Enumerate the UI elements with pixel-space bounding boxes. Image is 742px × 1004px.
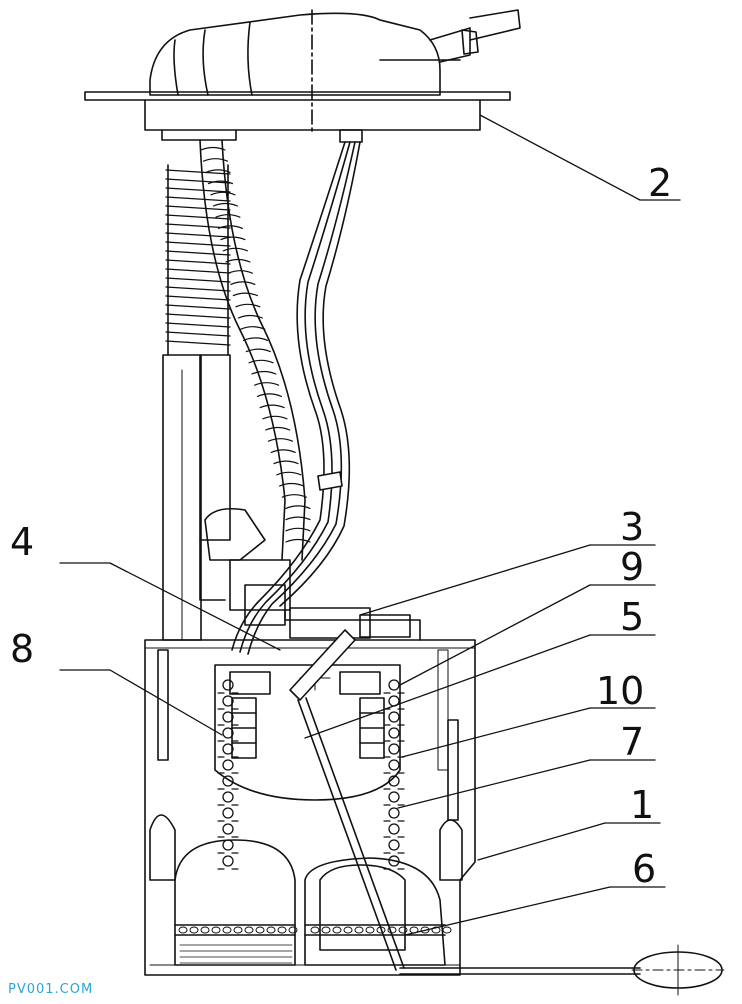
callout-2: 2 bbox=[648, 161, 672, 205]
callout-8: 8 bbox=[10, 627, 34, 671]
float-arm bbox=[289, 629, 725, 996]
corrugated-hose bbox=[199, 139, 311, 561]
callout-9: 9 bbox=[620, 545, 644, 589]
compression-spring bbox=[165, 169, 231, 346]
callout-6: 6 bbox=[632, 847, 656, 891]
callout-5: 5 bbox=[620, 595, 644, 639]
pump-head bbox=[199, 507, 421, 641]
leader-lines bbox=[59, 114, 681, 936]
callout-10: 10 bbox=[596, 669, 644, 713]
callout-4: 4 bbox=[10, 520, 34, 564]
top-flange bbox=[84, 9, 511, 136]
callout-1: 1 bbox=[630, 783, 654, 827]
watermark: PV001.COM bbox=[8, 982, 93, 997]
wiring-harness bbox=[231, 129, 363, 655]
pump-motors bbox=[174, 839, 452, 966]
callout-7: 7 bbox=[620, 720, 644, 764]
chain-links bbox=[217, 679, 405, 870]
outlet-pipe bbox=[429, 9, 521, 63]
callout-3: 3 bbox=[620, 505, 644, 549]
